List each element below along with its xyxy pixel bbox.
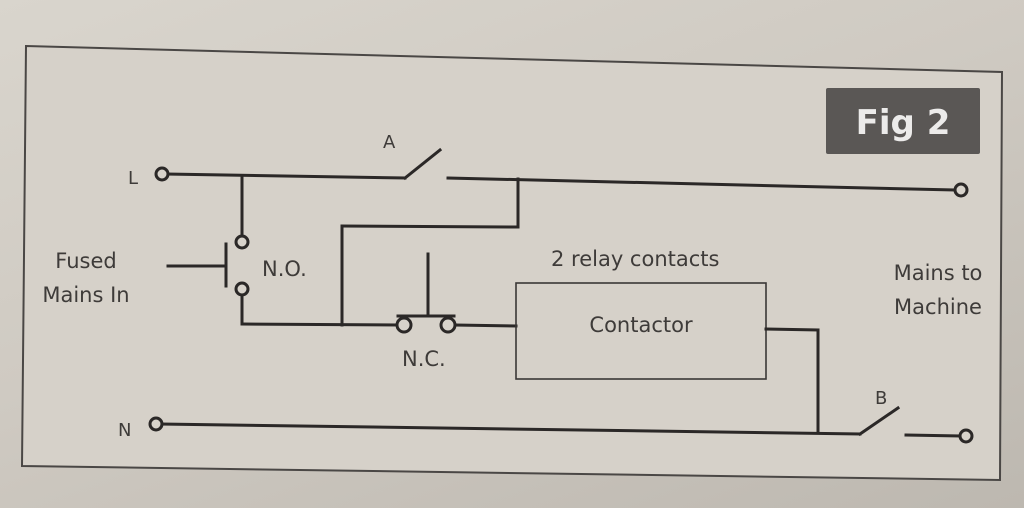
live-terminal-out <box>953 182 969 198</box>
figure-badge <box>826 88 980 154</box>
neutral-wire-out <box>904 433 962 438</box>
contactor-return-top <box>764 327 820 332</box>
neutral-wire-in <box>158 422 862 436</box>
figure-badge-text: Fig 2 <box>856 103 951 143</box>
label-mains-line2: Machine <box>894 295 982 319</box>
hold-wire-top <box>340 224 520 229</box>
switch-a-blade <box>402 147 443 181</box>
switch-b-blade <box>857 405 901 437</box>
no-contact-top <box>234 234 250 250</box>
label-neutral: N <box>118 420 131 441</box>
label-line: L <box>128 168 138 189</box>
label-no-button: N.O. <box>262 257 307 281</box>
label-fused-line1: Fused <box>55 249 116 273</box>
live-terminal-in <box>154 166 170 182</box>
label-contactor: Contactor <box>589 313 693 337</box>
diagram-frame <box>20 44 1004 482</box>
nc-to-contactor <box>453 323 518 328</box>
label-switch-b: B <box>875 388 887 409</box>
neutral-terminal-out <box>958 428 974 444</box>
contactor-box <box>515 282 767 380</box>
neutral-terminal-in <box>148 416 164 432</box>
nc-contact-right <box>439 316 457 334</box>
no-contact-bottom <box>234 281 250 297</box>
label-nc-button: N.C. <box>402 347 446 371</box>
label-fused-line2: Mains In <box>42 283 129 307</box>
control-wire <box>240 322 400 327</box>
live-wire-in <box>164 172 407 180</box>
label-relay-contacts: 2 relay contacts <box>551 247 719 271</box>
label-switch-a: A <box>383 132 396 153</box>
live-wire-out <box>446 176 956 192</box>
label-mains-line1: Mains to <box>894 261 983 285</box>
nc-contact-left <box>395 316 413 334</box>
